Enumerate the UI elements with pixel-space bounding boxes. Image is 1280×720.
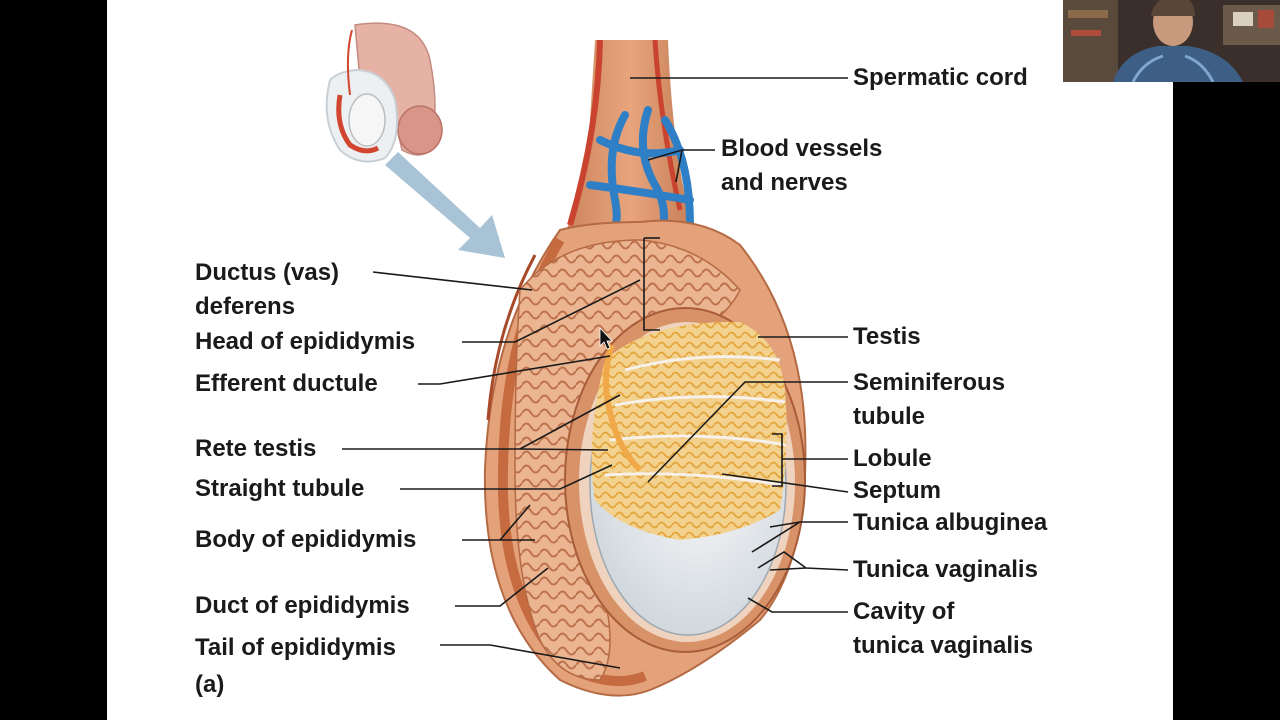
label-efferent-ductule: Efferent ductule [195,370,378,397]
label-testis: Testis [853,323,921,350]
label-lobule: Lobule [853,445,932,472]
testis-diagram [325,22,849,697]
label-blood-vessels: Blood vessels and nerves [721,135,883,196]
label-panel-a: (a) [195,671,225,698]
label-straight-tubule: Straight tubule [195,475,365,502]
webcam-overlay [1063,0,1280,82]
label-septum: Septum [853,477,942,504]
inset-arrow [385,152,505,258]
label-spermatic-cord: Spermatic cord [853,64,1028,91]
label-tail-epididymis: Tail of epididymis [195,634,396,661]
label-rete-testis: Rete testis [195,435,317,462]
label-seminiferous-tubule: Seminiferous tubule [853,369,1006,430]
leader-lines [630,77,849,613]
label-duct-epididymis: Duct of epididymis [195,592,410,619]
label-ductus-deferens: Ductus (vas) deferens [195,259,340,320]
slide: Spermatic cord Blood vessels and nerves … [107,0,1173,720]
label-tunica-albuginea: Tunica albuginea [853,509,1048,536]
label-head-epididymis: Head of epididymis [195,328,416,355]
cursor-arrow-icon [599,326,613,350]
webcam-feed [1063,0,1280,82]
label-body-epididymis: Body of epididymis [195,526,417,553]
label-cavity-tunica-vaginalis: Cavity of tunica vaginalis [853,598,1034,659]
penis-inset-illustration [325,22,443,163]
label-tunica-vaginalis: Tunica vaginalis [853,556,1038,583]
